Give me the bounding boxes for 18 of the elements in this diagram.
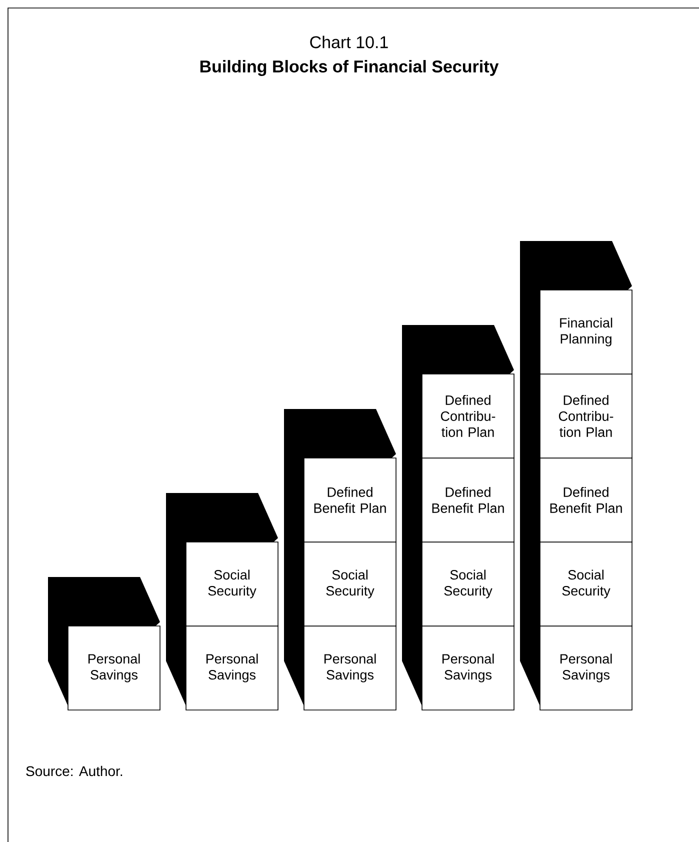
chart-title: Building Blocks of Financial Security: [200, 60, 499, 76]
cube-block: Personal Savings: [284, 622, 396, 710]
cube-block: Defined Benefit Plan: [520, 454, 632, 542]
cube-block: Defined Benefit Plan: [284, 409, 396, 542]
cube-block: Personal Savings: [166, 622, 278, 710]
cube-block: Financial Planning: [520, 241, 632, 374]
cube-block: Social Security: [284, 538, 396, 626]
cube-block: Social Security: [520, 538, 632, 626]
cube-block: Social Security: [402, 538, 514, 626]
cube-block: Personal Savings: [520, 622, 632, 710]
cube-block: Social Security: [166, 493, 278, 626]
source-note: Source: Author.: [26, 766, 122, 776]
cube-block: Personal Savings: [48, 577, 160, 710]
cube-block: Personal Savings: [402, 622, 514, 710]
cube-block: Defined Benefit Plan: [402, 454, 514, 542]
cube-block: Defined Contribu-tion Plan: [520, 370, 632, 458]
chart-number: Chart 10.1: [310, 36, 388, 48]
cube-block: Defined Contribu-tion Plan: [402, 325, 514, 458]
